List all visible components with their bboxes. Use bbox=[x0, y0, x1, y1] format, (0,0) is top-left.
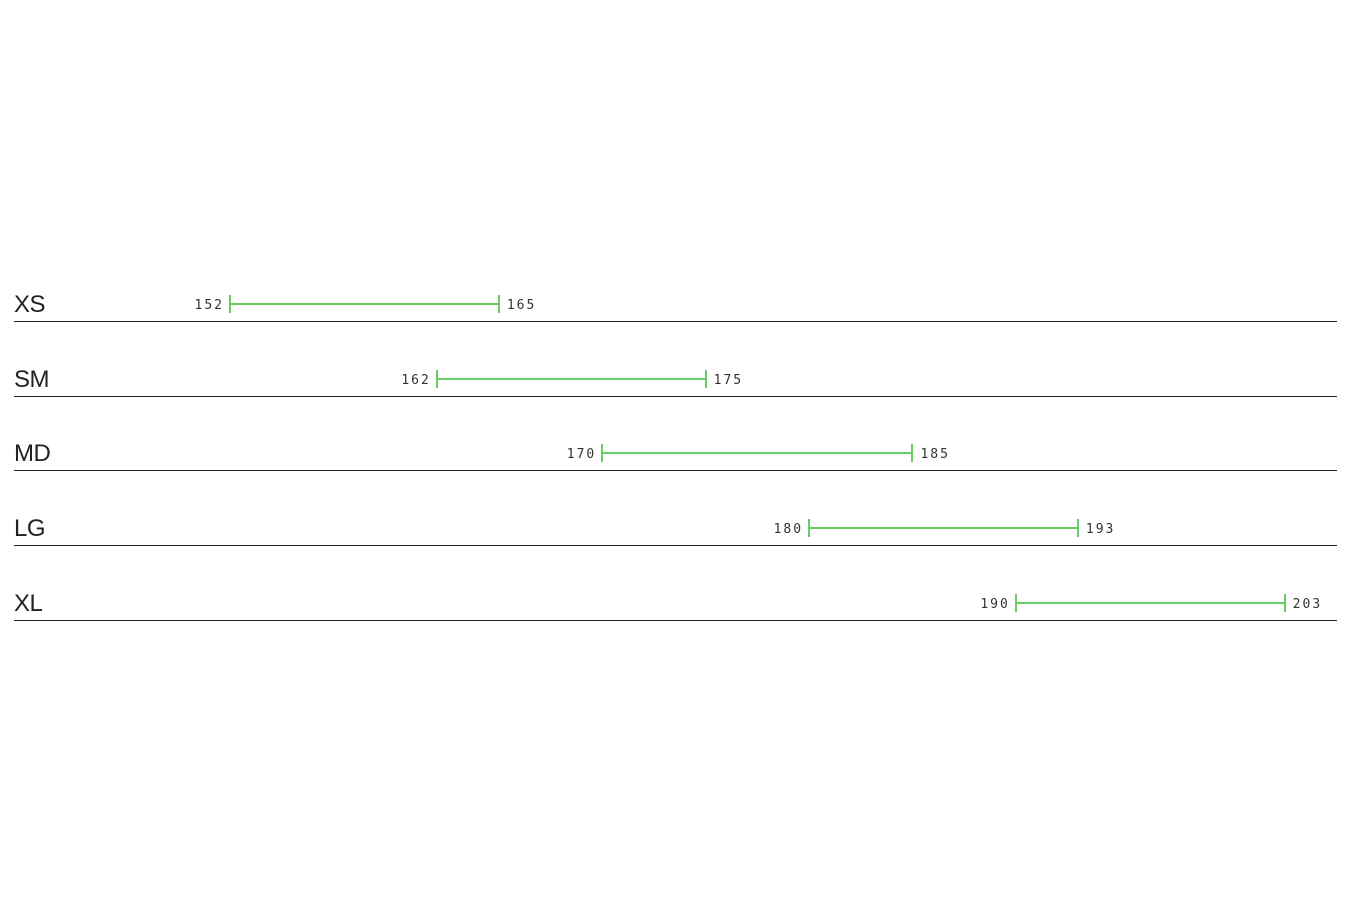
range-max-tick bbox=[911, 444, 914, 462]
size-row-xl: XL 190 203 bbox=[14, 580, 1337, 621]
range-min-label: 180 bbox=[773, 522, 804, 537]
range-min-tick bbox=[1014, 594, 1017, 612]
range-max-label: 203 bbox=[1292, 597, 1323, 612]
range-max-tick bbox=[497, 295, 500, 313]
size-row-xs: XS 152 165 bbox=[14, 281, 1337, 322]
range-min-label: 152 bbox=[194, 298, 224, 313]
size-row-lg: LG 180 193 bbox=[14, 505, 1337, 546]
range-max-tick bbox=[1283, 594, 1286, 612]
range-bar bbox=[809, 527, 1078, 529]
range-max-label: 165 bbox=[506, 298, 537, 313]
range-min-label: 170 bbox=[566, 447, 597, 462]
range-min-tick bbox=[601, 444, 604, 462]
range-max-tick bbox=[1076, 519, 1079, 537]
range-min-tick bbox=[808, 519, 811, 537]
range-bar bbox=[602, 452, 913, 454]
range-bar bbox=[436, 378, 706, 380]
size-label: LG bbox=[14, 515, 46, 542]
size-label: MD bbox=[14, 440, 51, 467]
range-bar bbox=[230, 303, 499, 305]
range-max-label: 175 bbox=[713, 373, 744, 388]
size-label: XL bbox=[14, 590, 43, 617]
range-max-label: 193 bbox=[1085, 522, 1116, 537]
range-min-tick bbox=[435, 370, 438, 388]
size-label: XS bbox=[14, 291, 46, 318]
range-bar bbox=[1015, 602, 1285, 604]
size-row-md: MD 170 185 bbox=[14, 430, 1337, 471]
range-min-label: 190 bbox=[980, 597, 1010, 612]
size-row-sm: SM 162 175 bbox=[14, 356, 1337, 397]
range-max-label: 185 bbox=[920, 447, 950, 462]
size-label: SM bbox=[14, 366, 50, 393]
range-max-tick bbox=[704, 370, 707, 388]
range-min-label: 162 bbox=[401, 373, 431, 388]
range-min-tick bbox=[229, 295, 231, 313]
